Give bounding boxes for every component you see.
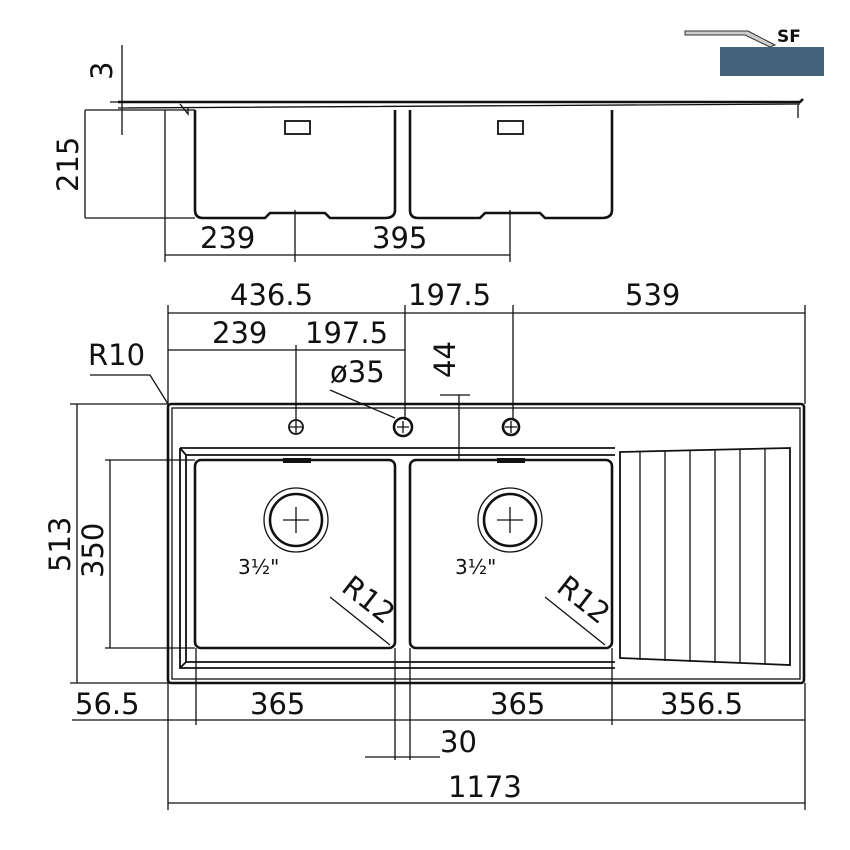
left-drain-size: 3½" <box>238 555 279 579</box>
dim-239: 239 <box>212 316 267 350</box>
thickness-dim: 3 <box>85 62 119 80</box>
left-drain-icon <box>263 487 329 553</box>
dim-365-right: 365 <box>490 687 545 721</box>
overall-width-dim: 1173 <box>448 770 522 804</box>
hole-offset-dim: 44 <box>428 341 462 378</box>
sf-legend: SF <box>684 27 824 76</box>
dim-197-5-top: 197.5 <box>408 278 491 312</box>
sf-label: SF <box>777 27 801 47</box>
dim-197-5: 197.5 <box>305 316 388 350</box>
depth-dim: 215 <box>51 137 85 192</box>
offset-dim: 239 <box>200 221 255 255</box>
dim-436-5: 436.5 <box>230 278 313 312</box>
overall-depth-dim: 513 <box>43 517 77 572</box>
sf-swatch <box>720 47 824 76</box>
dim-56-5: 56.5 <box>75 687 140 721</box>
drainboard-ribs <box>619 447 791 666</box>
side-view: 3 215 239 395 <box>51 45 804 262</box>
corner-radius-label: R10 <box>88 338 145 372</box>
dim-356-5: 356.5 <box>660 687 743 721</box>
dim-539: 539 <box>625 278 680 312</box>
bowl-depth-dim: 350 <box>76 523 110 578</box>
divider-dim: 30 <box>440 725 477 759</box>
tap-hole-icon <box>392 416 414 438</box>
right-drain-icon <box>477 487 543 553</box>
bowl-span-dim: 395 <box>372 221 427 255</box>
right-bowl-radius: R12 <box>551 569 617 631</box>
tap-hole-label: ø35 <box>330 355 385 389</box>
plan-view: 436.5 197.5 539 239 197.5 R10 ø35 44 513… <box>43 278 806 810</box>
left-bowl-radius: R12 <box>336 569 402 631</box>
dim-365-left: 365 <box>250 687 305 721</box>
tap-hole-icon <box>501 417 521 437</box>
right-drain-size: 3½" <box>455 555 496 579</box>
